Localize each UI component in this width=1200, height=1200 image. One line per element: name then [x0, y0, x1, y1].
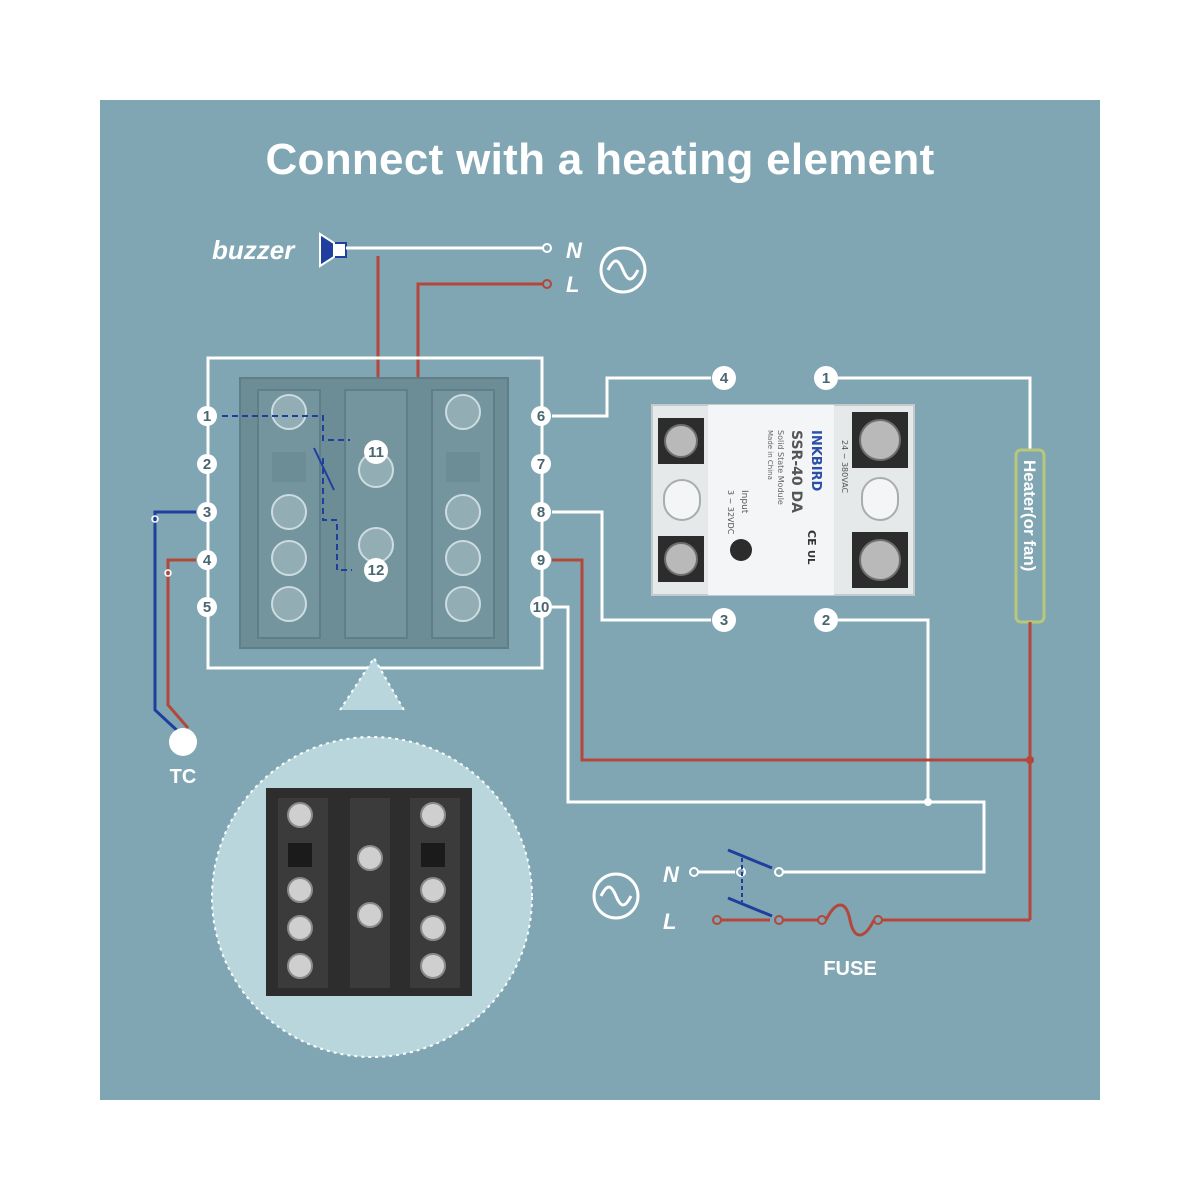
ssr-brand: INKBIRD — [808, 430, 823, 492]
controller-terminal-10: 10 — [530, 596, 552, 618]
controller-terminal-6: 6 — [531, 406, 551, 426]
page-title: Connect with a heating element — [265, 135, 935, 184]
thermocouple-icon — [169, 728, 197, 756]
ssr-terminal-1: 1 — [814, 366, 838, 390]
n-top-label: N — [566, 238, 583, 263]
ssr-ce-mark: CE — [805, 530, 818, 546]
solid-state-relay: INKBIRD SSR-40 DA Solid State Module Mad… — [651, 404, 915, 596]
fuse-icon — [817, 903, 883, 937]
l-top-label: L — [566, 272, 579, 297]
svg-text:4: 4 — [203, 552, 212, 569]
controller-terminal-3: 3 — [197, 502, 217, 522]
svg-text:9: 9 — [537, 552, 545, 569]
ssr-terminal-3: 3 — [712, 608, 736, 632]
svg-text:11: 11 — [368, 444, 384, 461]
controller-terminal-9: 9 — [531, 550, 551, 570]
ssr-input-rating: 3 ~ 32VDC — [726, 490, 735, 535]
controller-terminal-4: 4 — [197, 550, 217, 570]
ssr-control-wires — [552, 376, 711, 622]
fuse-label: FUSE — [823, 958, 876, 980]
svg-text:8: 8 — [537, 504, 545, 521]
n-bottom-label: N — [663, 862, 680, 887]
controller-terminal-12: 12 — [364, 558, 388, 582]
terminal-block-photo — [278, 798, 460, 988]
controller-terminal-7: 7 — [531, 454, 551, 474]
ssr-model: SSR-40 DA — [788, 430, 804, 513]
ssr-load-rating: 24 ~ 380VAC — [840, 440, 849, 494]
ssr-input-label: Input — [739, 490, 749, 514]
thermocouple-wires — [151, 510, 196, 737]
svg-text:1: 1 — [822, 370, 830, 387]
controller-terminal-1: 1 — [197, 406, 217, 426]
svg-text:6: 6 — [537, 408, 545, 425]
controller-terminal-5: 5 — [197, 597, 217, 617]
svg-text:2: 2 — [822, 612, 830, 629]
ssr-terminal-4: 4 — [712, 366, 736, 390]
ssr-made: Made in China — [766, 430, 774, 480]
load-neutral-wire — [552, 605, 986, 874]
ac-source-icon-top — [599, 246, 647, 294]
ac-source-icon-bottom — [592, 872, 640, 920]
l-bottom-label: L — [663, 909, 676, 934]
svg-text:5: 5 — [203, 599, 211, 616]
ssr-ul-mark: UL — [805, 550, 816, 565]
buzzer: buzzer — [212, 232, 347, 268]
controller-terminals-right: 6 7 8 9 10 — [530, 406, 552, 618]
svg-text:10: 10 — [533, 599, 550, 616]
svg-text:12: 12 — [368, 562, 385, 579]
heater: Heater(or fan) — [1014, 448, 1046, 624]
controller-terminal-2: 2 — [197, 454, 217, 474]
load-live-wire — [552, 558, 1034, 922]
controller-terminal-block — [206, 356, 544, 670]
heater-label: Heater(or fan) — [1020, 460, 1039, 571]
svg-text:4: 4 — [720, 370, 729, 387]
svg-text:1: 1 — [203, 408, 211, 425]
svg-text:7: 7 — [537, 456, 545, 473]
ssr-terminal-2: 2 — [814, 608, 838, 632]
svg-text:3: 3 — [720, 612, 728, 629]
buzzer-label: buzzer — [212, 235, 296, 265]
svg-text:2: 2 — [203, 456, 211, 473]
svg-text:3: 3 — [203, 504, 211, 521]
ssr-load-wires — [838, 376, 1032, 802]
ssr-screw-terminals — [658, 412, 908, 588]
zoom-callout — [211, 656, 533, 1058]
tc-label: TC — [170, 766, 197, 788]
double-pole-switch — [689, 848, 784, 925]
controller-terminal-11: 11 — [364, 440, 388, 464]
buzzer-icon — [319, 232, 347, 268]
controller-terminal-8: 8 — [531, 502, 551, 522]
ssr-subtitle: Solid State Module — [776, 430, 785, 505]
controller-terminals-left: 1 2 3 4 5 — [197, 406, 217, 617]
